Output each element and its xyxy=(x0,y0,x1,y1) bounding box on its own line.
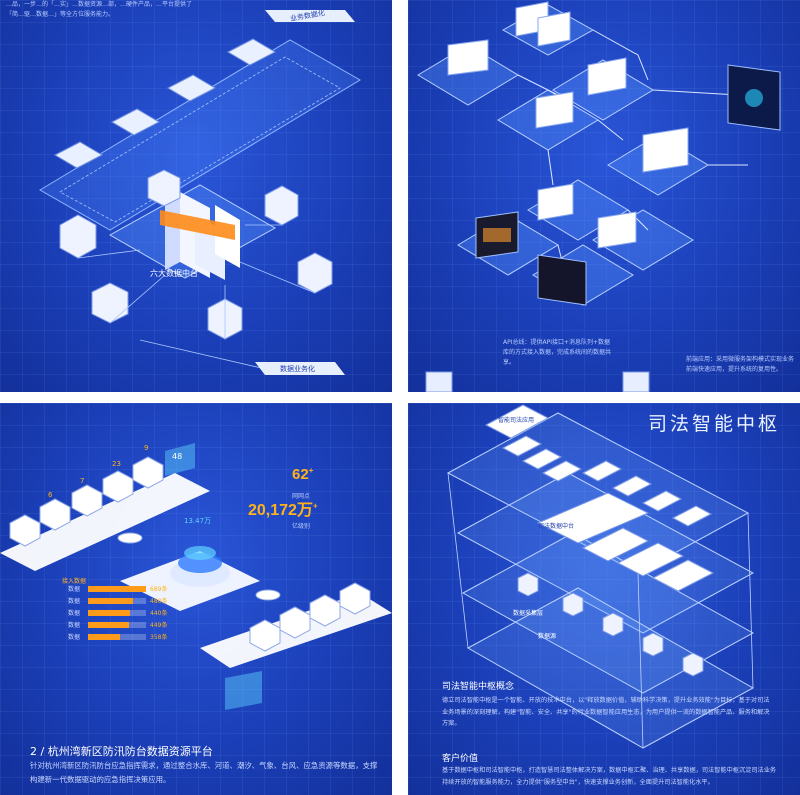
stat-amount: 20,172万+ xyxy=(248,501,318,519)
bar-values: 689条 480条 440条 449条 358条 xyxy=(150,584,167,644)
layer-label: 数据采集层 xyxy=(513,610,544,617)
stat-count: 62+ xyxy=(292,466,314,483)
bar-label: 数据 xyxy=(68,598,81,605)
layer-label: 数据源 xyxy=(538,633,557,640)
bottom-right-text: 前端应用：采用微服务架构模式实现业务前端快速应用，提升系统的复用性。 xyxy=(686,356,795,373)
bar-labels: 数据 数据 数据 数据 数据 xyxy=(68,584,80,644)
value-text: 基于数据中枢和司法智能中枢，打造智慧司法整体解决方案，数据中枢汇聚、治理、共享数… xyxy=(442,767,777,786)
bar-value: 449条 xyxy=(150,622,168,629)
bar-value: 440条 xyxy=(150,610,168,617)
station-number: 9 xyxy=(144,444,149,452)
central-hub-icon xyxy=(170,546,230,587)
station-cube-icon xyxy=(9,456,371,652)
layered-architecture-diagram xyxy=(446,404,755,749)
isometric-diagram-3 xyxy=(0,443,392,710)
station-number: 13 xyxy=(6,508,15,516)
tag-data: 数据业务化 xyxy=(280,365,315,373)
bar-value: 689条 xyxy=(150,586,168,593)
bar-label: 数据 xyxy=(68,622,81,629)
station-number: 7 xyxy=(80,477,85,485)
tank-icon xyxy=(117,532,281,601)
isometric-diagram-2 xyxy=(417,1,781,392)
section-heading: 2 / 杭州湾新区防汛防台数据资源平台 xyxy=(30,745,213,758)
layer-label: 司法数据中台 xyxy=(538,523,575,530)
layer-plane xyxy=(461,532,755,694)
screen-panel xyxy=(225,671,262,710)
intro-text: …品，一步…的「…实」…数据资源…部，…硬件产品，…平台提供了「简…驱…数据…」… xyxy=(6,1,193,18)
page-title: 司法智能中枢 xyxy=(648,413,781,435)
concept-text: 德立司法智能中枢是一个智能、开放的技术中台，以"释放数据价值，辅助科学决策，提升… xyxy=(442,697,770,727)
bar-value: 358条 xyxy=(150,634,168,641)
core-label: 六大数据中台 xyxy=(150,269,198,278)
section-paragraph: 针对杭州湾新区防汛防台应急指挥需求，通过整合水库、河道、潮汐、气象、台风、应急资… xyxy=(30,761,378,784)
panel-data-middle-platform: …品，一步…的「…实」…数据资源…部，…硬件产品，…平台提供了「简…驱…数据…」… xyxy=(0,0,392,392)
station-number: 6 xyxy=(48,491,53,499)
bar-value: 480条 xyxy=(150,598,168,605)
station-number: 48 xyxy=(172,452,183,461)
center-number: 13.47万 xyxy=(184,517,212,525)
stat-amount-unit: 亿级别 xyxy=(292,523,311,530)
chip-icon xyxy=(53,38,277,169)
server-rack-icon xyxy=(160,192,240,280)
bar-label: 数据 xyxy=(68,634,81,641)
monitor-icon xyxy=(447,1,689,249)
station-number: 23 xyxy=(112,460,121,468)
grid-background xyxy=(0,0,392,392)
stat-count-unit: 网网点 xyxy=(292,493,311,500)
isometric-diagram-1 xyxy=(39,10,361,375)
value-heading: 客户价值 xyxy=(442,754,479,764)
bar-label: 数据 xyxy=(68,586,81,593)
dashboard-screen-icon xyxy=(475,64,781,306)
panel-judicial-hub: 司法智能中枢 xyxy=(408,403,800,795)
layer-label: 智能司法应用 xyxy=(498,417,535,424)
module-block xyxy=(484,404,715,592)
panel-monitor-network: API总线：提供API接口+消息队列+数据库的方式接入数据，完成系统间的数据共享… xyxy=(408,0,800,392)
panel-flood-control-platform: 13 6 7 23 9 48 13.47万 62+ 网网点 20,172万+ 亿… xyxy=(0,403,392,795)
screen-panel xyxy=(165,443,195,476)
node-cube xyxy=(517,572,704,677)
bars-title: 接入数据 xyxy=(62,578,87,585)
bar-chart xyxy=(88,586,146,640)
bottom-left-text: API总线：提供API接口+消息队列+数据库的方式接入数据，完成系统间的数据共享… xyxy=(503,339,612,366)
bar-label: 数据 xyxy=(68,610,81,617)
concept-heading: 司法智能中枢概念 xyxy=(442,682,515,692)
